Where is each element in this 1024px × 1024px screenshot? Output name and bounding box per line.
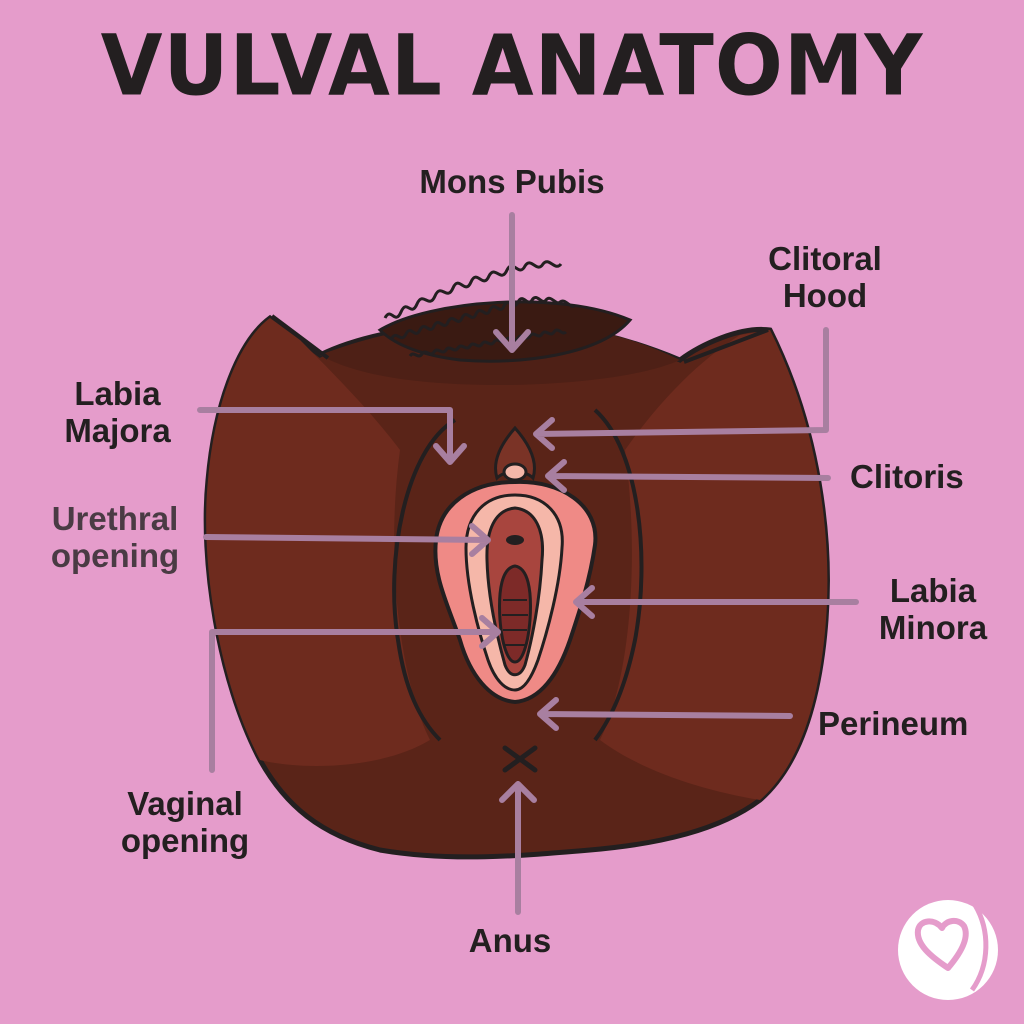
arrow-urethral-opening: [203, 523, 491, 557]
urethral-opening-mark: [506, 535, 524, 545]
arrow-anus: [499, 781, 537, 915]
label-clitoris: Clitoris: [850, 458, 964, 495]
arrow-perineum: [537, 697, 793, 731]
arrow-vaginal-opening: [209, 615, 501, 773]
heart-in-circle-icon: [898, 900, 998, 1000]
right-buttock-shade: [600, 330, 828, 800]
arrow-clitoris: [545, 459, 831, 493]
label-arrows: [197, 212, 859, 915]
arrow-labia-majora: [197, 407, 467, 465]
anus-mark: [502, 745, 538, 773]
left-buttock-shade: [206, 318, 430, 766]
label-vaginal-opening: Vaginal opening: [120, 785, 250, 859]
label-clitoral-hood: Clitoral Hood: [768, 240, 882, 314]
labia-majora-left-line: [392, 418, 457, 742]
right-waist-line: [683, 328, 769, 364]
label-labia-minora: Labia Minora: [878, 572, 988, 646]
arrow-mons-pubis: [493, 212, 531, 353]
page-title: VULVAL ANATOMY: [100, 16, 924, 115]
left-waist-line: [270, 314, 330, 360]
arrow-clitoral-hood: [533, 327, 829, 451]
label-anus: Anus: [468, 922, 552, 959]
vaginal-ridges: [502, 599, 528, 646]
label-mons-pubis: Mons Pubis: [419, 163, 605, 200]
label-perineum: Perineum: [818, 705, 969, 742]
label-urethral-opening: Urethral opening: [50, 500, 180, 574]
pubic-hair: [377, 260, 633, 363]
clitoris: [502, 462, 528, 482]
arrow-labia-minora: [573, 585, 859, 619]
label-labia-majora: Labia Majora: [64, 375, 171, 449]
